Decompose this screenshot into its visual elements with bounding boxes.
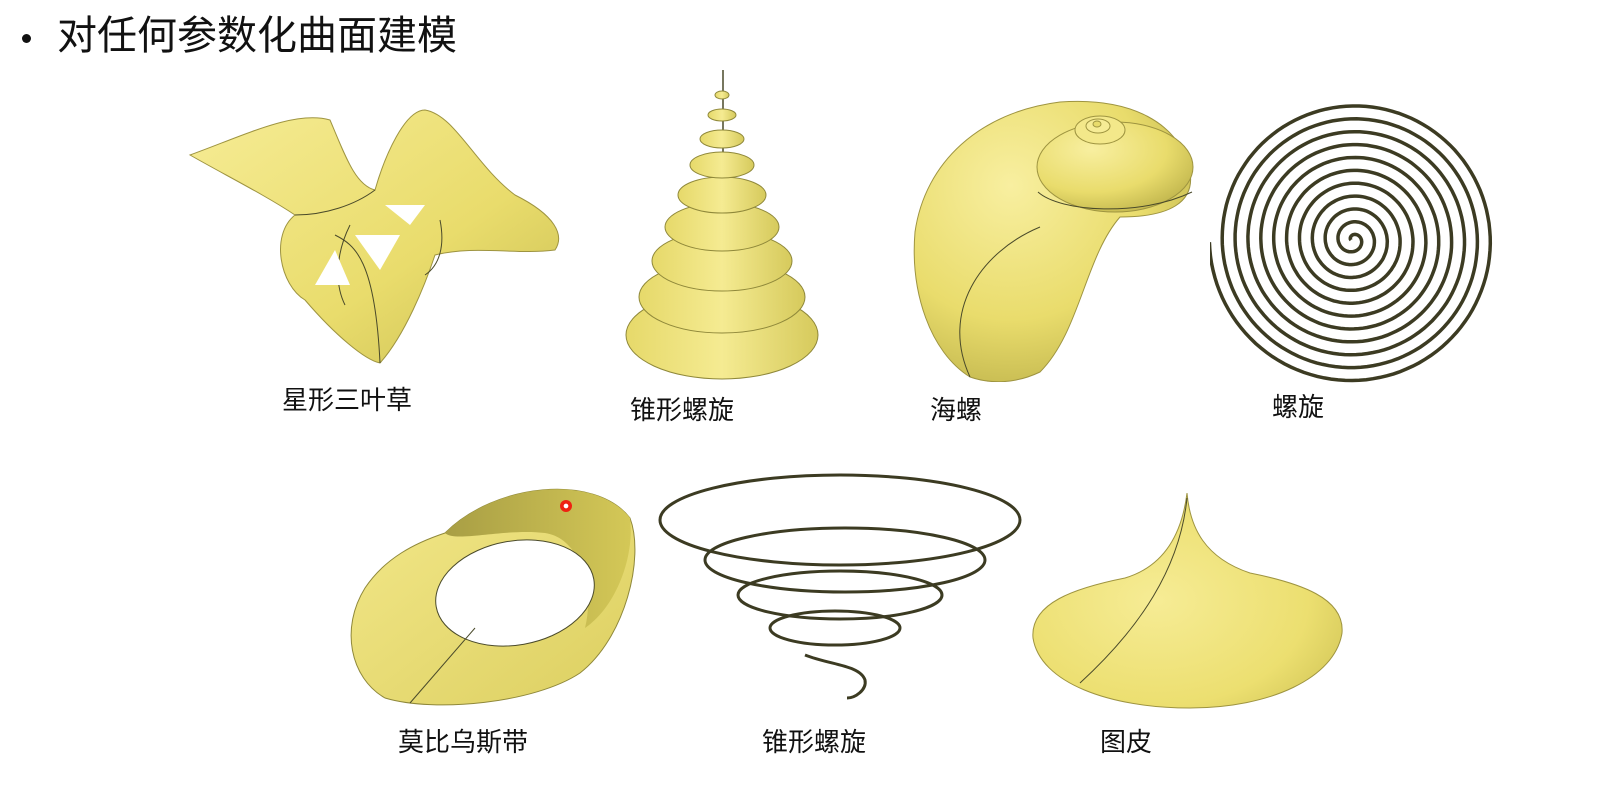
cone-spiral-surface-image (625, 70, 819, 380)
figure-label-cone-spiral-surface: 锥形螺旋 (630, 396, 735, 426)
figure-label-cone-spiral-curve: 锥形螺旋 (762, 728, 867, 758)
bullet-icon (22, 33, 31, 43)
slide-title-text: 对任何参数化曲面建模 (57, 13, 457, 59)
seashell-image (913, 100, 1194, 382)
figure-label-flat-spiral: 螺旋 (1272, 393, 1325, 423)
figure-label-seashell: 海螺 (930, 396, 983, 426)
slide-title: 对任何参数化曲面建模 (22, 10, 457, 62)
drum-skin-image (1032, 492, 1343, 709)
pointer-indicator (560, 500, 572, 512)
cone-spiral-curve-image (658, 473, 1022, 700)
flat-spiral-image (1210, 104, 1493, 383)
figure-label-mobius-strip: 莫比乌斯带 (398, 728, 529, 758)
mobius-strip-image (350, 488, 636, 706)
star-trefoil-image (188, 109, 560, 364)
figure-label-drum-skin: 图皮 (1100, 728, 1153, 758)
figure-label-star-trefoil: 星形三叶草 (282, 386, 413, 416)
